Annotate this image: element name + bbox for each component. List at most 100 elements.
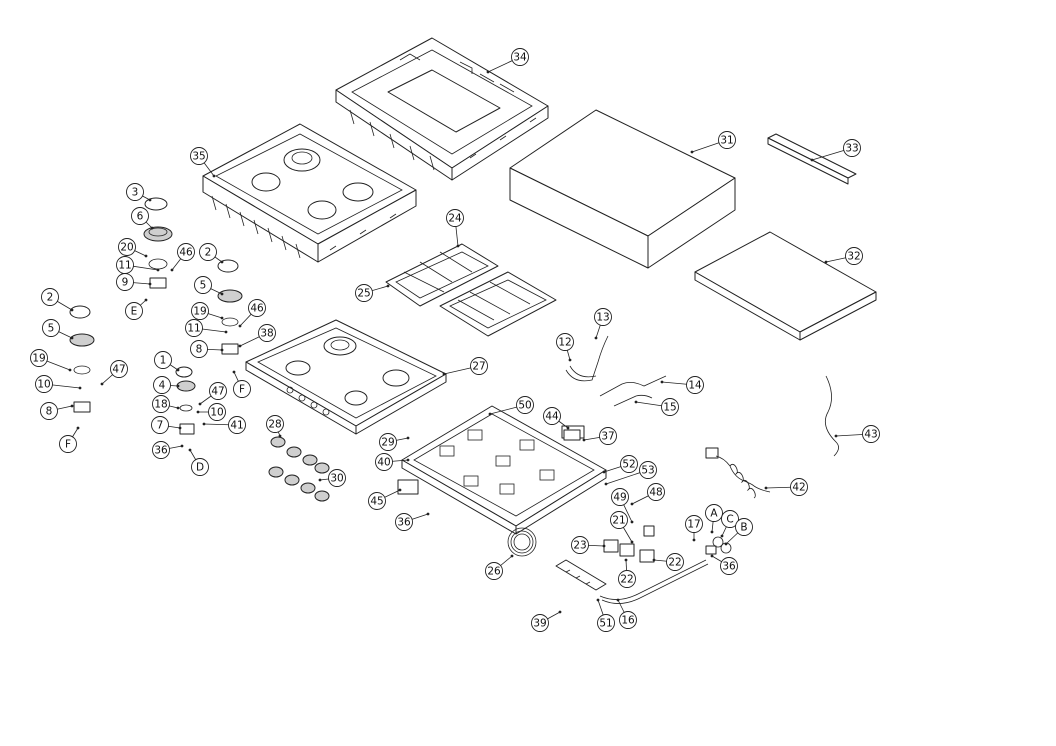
leader-dot-c20 bbox=[144, 254, 148, 258]
callout-c23: 23 bbox=[571, 536, 589, 554]
callout-label: 20 bbox=[120, 242, 133, 254]
callout-c47b: 47 bbox=[209, 382, 227, 400]
callout-c21: 21 bbox=[610, 511, 628, 529]
callout-cF2: F bbox=[59, 435, 77, 453]
callout-circle bbox=[375, 453, 393, 471]
leader-dot-c1 bbox=[176, 368, 180, 372]
callout-c3: 3 bbox=[126, 183, 144, 201]
callout-circle bbox=[131, 207, 149, 225]
callout-circle bbox=[511, 48, 529, 66]
callout-c46a: 46 bbox=[177, 243, 195, 261]
callout-circle bbox=[228, 416, 246, 434]
callout-c5b: 5 bbox=[42, 319, 60, 337]
leader-dot-c46a bbox=[170, 268, 174, 272]
callout-circle bbox=[571, 536, 589, 554]
callout-c39: 39 bbox=[531, 614, 549, 632]
callout-c36b: 36 bbox=[395, 513, 413, 531]
callout-label: 48 bbox=[649, 487, 662, 499]
callout-circle bbox=[190, 340, 208, 358]
leader-dot-c49 bbox=[630, 520, 634, 524]
callout-label: 25 bbox=[357, 288, 370, 300]
callout-circle bbox=[209, 382, 227, 400]
callout-circle bbox=[610, 511, 628, 529]
part-burner-tray bbox=[202, 123, 417, 263]
callout-c49: 49 bbox=[611, 488, 629, 506]
callout-c31: 31 bbox=[718, 131, 736, 149]
callout-circle bbox=[116, 273, 134, 291]
leader-dot-cF2 bbox=[76, 426, 80, 430]
leader-dot-c31 bbox=[690, 150, 694, 154]
callout-c13: 13 bbox=[594, 308, 612, 326]
callout-c12: 12 bbox=[556, 333, 574, 351]
callout-label: 24 bbox=[448, 213, 462, 225]
callout-circle bbox=[618, 570, 636, 588]
leader-dot-c4 bbox=[176, 384, 180, 388]
callout-c19b: 19 bbox=[30, 349, 48, 367]
part-box bbox=[509, 109, 736, 269]
leader-dot-c35 bbox=[212, 174, 216, 178]
leader-dot-c10b bbox=[196, 410, 200, 414]
callout-circle bbox=[845, 247, 863, 265]
leader-dot-cE bbox=[144, 298, 148, 302]
callout-circle bbox=[735, 518, 753, 536]
callout-circle bbox=[516, 396, 534, 414]
part-gasket-coil bbox=[507, 527, 537, 557]
callout-circle bbox=[153, 376, 171, 394]
callout-label: 4 bbox=[159, 380, 166, 392]
part-pan-grates bbox=[385, 243, 557, 337]
callout-c48: 48 bbox=[647, 483, 665, 501]
callout-circle bbox=[531, 614, 549, 632]
callout-circle bbox=[30, 349, 48, 367]
callout-circle bbox=[185, 319, 203, 337]
callout-c22b: 22 bbox=[618, 570, 636, 588]
part-glass-top bbox=[245, 319, 447, 435]
leader-dot-c19b bbox=[68, 368, 72, 372]
callout-label: 13 bbox=[596, 312, 609, 324]
callout-label: 52 bbox=[622, 459, 635, 471]
callout-c5a: 5 bbox=[194, 276, 212, 294]
callout-label: 19 bbox=[32, 353, 45, 365]
leader-dot-c18 bbox=[176, 406, 180, 410]
leader-dot-c50 bbox=[488, 412, 492, 416]
callout-c33: 33 bbox=[843, 139, 861, 157]
callout-c8a: 8 bbox=[190, 340, 208, 358]
leader-dot-c41 bbox=[202, 422, 206, 426]
callout-circle bbox=[862, 425, 880, 443]
leader-dot-c47a bbox=[100, 382, 104, 386]
callout-c25: 25 bbox=[355, 284, 373, 302]
callout-c28: 28 bbox=[266, 415, 284, 433]
leader-dot-cF1 bbox=[232, 370, 236, 374]
callout-c47a: 47 bbox=[110, 360, 128, 378]
callout-label: 31 bbox=[720, 135, 733, 147]
callout-circle bbox=[355, 284, 373, 302]
callout-c34: 34 bbox=[511, 48, 529, 66]
part-strip bbox=[767, 133, 857, 185]
callout-label: 49 bbox=[613, 492, 626, 504]
callout-c32: 32 bbox=[845, 247, 863, 265]
callout-c52: 52 bbox=[620, 455, 638, 473]
callout-label: 36 bbox=[397, 517, 411, 529]
leader-dot-c45 bbox=[398, 488, 402, 492]
leader-dot-c11a bbox=[156, 268, 160, 272]
callout-label: A bbox=[710, 508, 718, 520]
callout-circle bbox=[599, 427, 617, 445]
callout-label: 36 bbox=[154, 445, 168, 457]
leader-dot-c29 bbox=[406, 436, 410, 440]
callout-circle bbox=[191, 302, 209, 320]
callout-label: 7 bbox=[157, 420, 164, 432]
callout-label: 44 bbox=[545, 411, 559, 423]
part-wire bbox=[824, 375, 839, 457]
leader-dot-c30 bbox=[318, 478, 322, 482]
leader-dot-c8b bbox=[70, 404, 74, 408]
leader-dot-cD bbox=[188, 448, 192, 452]
callout-circle bbox=[543, 407, 561, 425]
callout-c14: 14 bbox=[686, 376, 704, 394]
callout-label: E bbox=[131, 306, 138, 318]
part-power-cord bbox=[705, 447, 771, 499]
leader-dot-c13 bbox=[594, 336, 598, 340]
callout-c44: 44 bbox=[543, 407, 561, 425]
callout-c43: 43 bbox=[862, 425, 880, 443]
callout-cA: A bbox=[705, 504, 723, 522]
leader-dot-c22a bbox=[652, 558, 656, 562]
callout-c10b: 10 bbox=[208, 403, 226, 421]
